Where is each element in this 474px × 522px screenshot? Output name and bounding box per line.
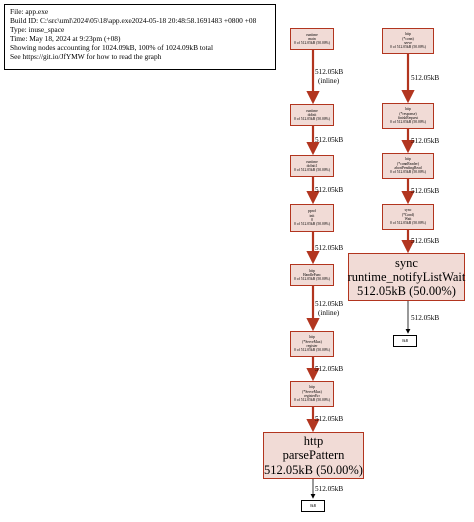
node-label: (*response) bbox=[399, 111, 417, 116]
left-leaf-note[interactable]: 0kB bbox=[301, 500, 325, 512]
node-label: pprof bbox=[308, 209, 316, 214]
info-type: Type: inuse_space bbox=[10, 24, 65, 34]
node-label: http bbox=[309, 385, 315, 390]
node-label: (*ServeMux) bbox=[302, 389, 322, 394]
right-edge-label-1: 512.05kB bbox=[411, 136, 440, 145]
info-time: Time: May 18, 2024 at 9:23pm (+08) bbox=[10, 33, 121, 43]
node-label: registerErr bbox=[304, 394, 320, 398]
node-label: (*conn) bbox=[402, 36, 414, 41]
right-edge-label-4: 512.05kB bbox=[411, 313, 440, 322]
node-label: 0 of 512.05kB (50.00%) bbox=[294, 222, 330, 227]
node-label: (*Cond) bbox=[401, 212, 415, 217]
node-label: http bbox=[405, 107, 411, 112]
left-edge-note-0: (inline) bbox=[318, 77, 340, 85]
left-edge-label-5: 512.05kB bbox=[315, 364, 344, 373]
node-label: http bbox=[405, 157, 411, 162]
right-edge-label-0: 512.05kB bbox=[411, 74, 440, 82]
left-edge-label-0: 512.05kB bbox=[315, 68, 344, 76]
left-edge-label-4: 512.05kB bbox=[315, 299, 344, 308]
node-label: 0 of 512.05kB (50.00%) bbox=[390, 120, 426, 125]
right-edge-label-2: 512.05kB bbox=[411, 187, 440, 195]
node-label: http bbox=[303, 434, 324, 449]
node-label: http bbox=[309, 335, 315, 340]
node-label: register bbox=[306, 344, 318, 348]
left-edge-label-3: 512.05kB bbox=[315, 243, 344, 252]
node-label: serve bbox=[404, 41, 412, 45]
left-edge-label-7: 512.05kB bbox=[315, 485, 344, 493]
node-label: http bbox=[405, 32, 411, 37]
node-label: sync bbox=[395, 255, 418, 270]
left-edge-label-1: 512.05kB bbox=[315, 136, 344, 144]
node-label: abortPendingRead bbox=[394, 166, 422, 170]
node-label: 0 of 512.05kB (50.00%) bbox=[390, 170, 426, 175]
node-label: runtime_notifyListWait bbox=[347, 269, 466, 284]
node-label: runtime bbox=[306, 108, 318, 113]
node-label: main bbox=[308, 36, 316, 41]
node-label: 0 of 512.05kB (50.00%) bbox=[294, 117, 330, 122]
node-label: init bbox=[309, 213, 315, 218]
info-build-id: Build ID: C:\src\uml\2024\05\18\app.exe2… bbox=[10, 15, 257, 25]
right-edge-label-3: 512.05kB bbox=[411, 237, 440, 245]
node-label: 512.05kB (50.00%) bbox=[264, 462, 363, 477]
node-label: 512.05kB (50.00%) bbox=[357, 284, 456, 299]
info-showing: Showing nodes accounting for 1024.09kB, … bbox=[10, 42, 214, 52]
node-label: runtime bbox=[306, 32, 318, 37]
node-label: (*connReader) bbox=[397, 161, 419, 166]
left-edge-note-4: (inline) bbox=[318, 308, 340, 317]
node-label: doInit1 bbox=[306, 163, 318, 168]
node-label: parsePattern bbox=[282, 448, 345, 463]
right-leaf-note[interactable]: 0kB bbox=[393, 335, 417, 347]
node-label: 0 of 512.05kB (50.00%) bbox=[294, 41, 330, 46]
left-edge-label-2: 512.05kB bbox=[315, 186, 344, 194]
node-label: runtime bbox=[306, 159, 318, 164]
node-label: 0 of 512.05kB (50.00%) bbox=[390, 221, 426, 226]
node-label: Wait bbox=[404, 217, 412, 221]
legend-info-box: File: app.exe Build ID: C:\src\uml\2024\… bbox=[4, 4, 276, 70]
node-label: http bbox=[309, 268, 315, 273]
node-label: sync bbox=[404, 208, 412, 213]
node-label: (*ServeMux) bbox=[302, 339, 322, 344]
info-see-link[interactable]: See https://git.io/JfYMW for how to read… bbox=[10, 51, 162, 61]
node-label: HandleFunc bbox=[302, 272, 322, 277]
node-label: 0 of 512.05kB (50.00%) bbox=[294, 348, 330, 353]
node-label: 0 bbox=[311, 218, 313, 222]
node-label: finishRequest bbox=[397, 116, 419, 120]
node-label: doInit bbox=[307, 112, 317, 117]
left-edge-label-6: 512.05kB bbox=[315, 415, 344, 423]
node-label: 0 of 512.05kB (50.00%) bbox=[390, 45, 426, 50]
node-label: 0 of 512.05kB (50.00%) bbox=[294, 277, 330, 282]
node-label: 0 of 512.05kB (50.00%) bbox=[294, 398, 330, 403]
node-label: 0 of 512.05kB (50.00%) bbox=[294, 168, 330, 173]
info-file: File: app.exe bbox=[10, 7, 49, 16]
